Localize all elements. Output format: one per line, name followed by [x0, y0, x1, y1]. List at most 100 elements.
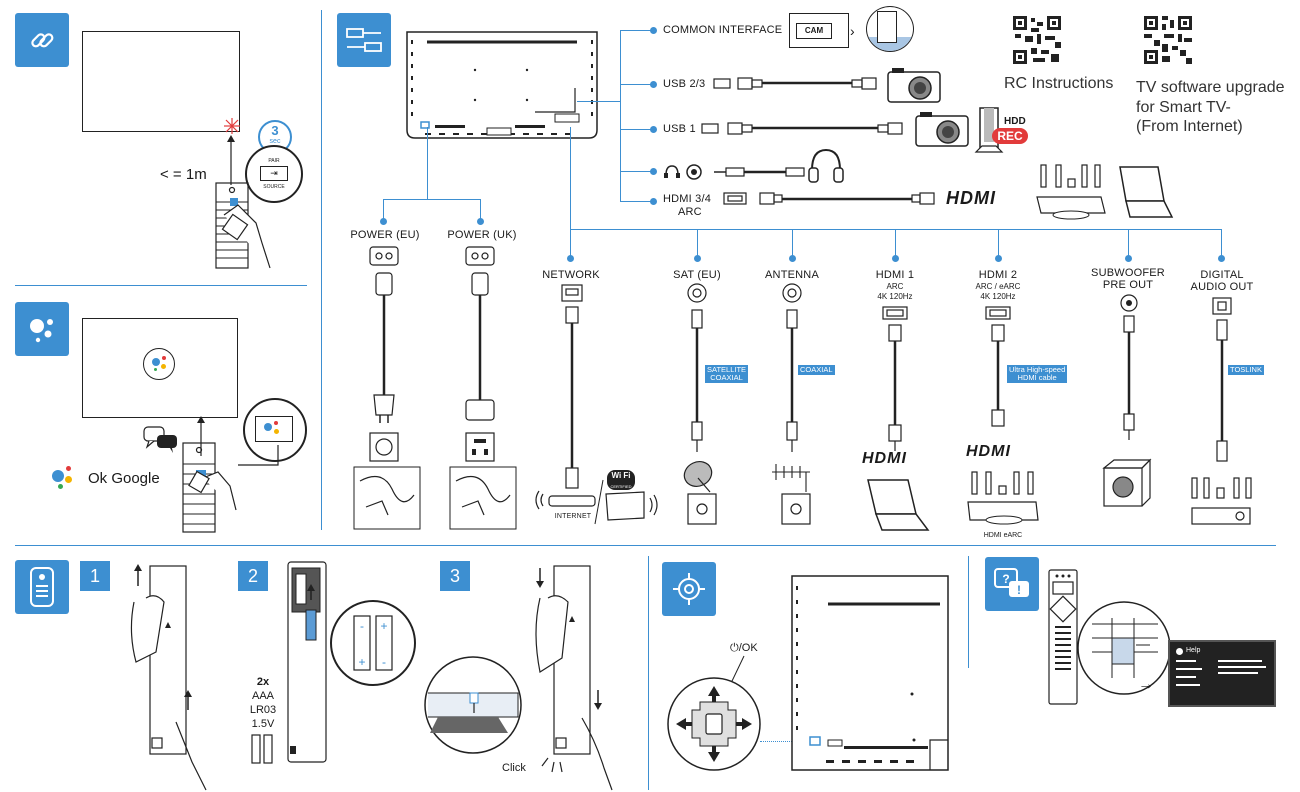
- remote-back-step1: [130, 564, 207, 791]
- remote-hand-assistant: [182, 442, 279, 533]
- home-theatre-icon: [1036, 164, 1106, 220]
- camera-icon: [887, 68, 941, 103]
- audio-cable: [714, 167, 805, 177]
- remote-hand-pairing: [215, 182, 271, 269]
- usb23-cable: [713, 77, 877, 90]
- wire-ci: [620, 30, 653, 31]
- hdmi2-tag-line2: HDMI cable: [1017, 373, 1057, 382]
- tablet-icon: [605, 491, 658, 521]
- link-icon: [31, 33, 54, 48]
- step-2: 2: [238, 561, 268, 591]
- speech-bubble-icon: [143, 426, 177, 453]
- rc-instructions-label: RC Instructions: [1004, 75, 1114, 92]
- label-hdmi1-sub2: 4K 120Hz: [877, 292, 913, 301]
- label-antenna: ANTENNA: [765, 269, 819, 281]
- help-icon: ? !: [994, 568, 1029, 597]
- help-screen-title: Help: [1186, 647, 1201, 654]
- pair-key: ⇥: [260, 166, 288, 181]
- click-label: Click: [502, 762, 526, 774]
- optical-cable: [1212, 297, 1232, 462]
- label-hdmi34: HDMI 3/4: [663, 193, 712, 205]
- rec-badge: REC: [992, 128, 1028, 144]
- node-usb23: [650, 81, 657, 88]
- batteries-icon: [251, 734, 273, 764]
- hdmi2-tag-line1: Ultra High-speed: [1009, 365, 1066, 374]
- home-theatre-icon-hdmi2: [967, 471, 1039, 525]
- remote-icon: [30, 567, 54, 607]
- label-hdmi2-sub1: ARC / eARC: [975, 282, 1021, 291]
- wire-side-out: [577, 101, 620, 102]
- node-digital: [1218, 255, 1225, 262]
- subwoofer-icon: [1102, 458, 1152, 507]
- tv-software-line2: for Smart TV-: [1136, 99, 1231, 116]
- battery-cover-zoom: [424, 656, 522, 754]
- qr-code-software: [1143, 15, 1193, 65]
- assistant-screen-icon: [143, 348, 175, 380]
- wire-power-uk: [480, 199, 481, 221]
- cam-card: CAM: [789, 13, 849, 48]
- divider-bottom: [15, 545, 1276, 546]
- hdmi2-tag: Ultra High-speed HDMI cable: [1007, 365, 1068, 383]
- usb1-cable: [701, 122, 903, 135]
- svg-text:!: !: [1017, 583, 1021, 597]
- wire-digital: [1221, 229, 1222, 259]
- wifi-logo: Wi Fi: [607, 470, 635, 490]
- wire-hdmi34: [620, 201, 653, 202]
- pair-key-zoom: PAIR ⇥ SOURCE: [245, 145, 303, 203]
- node-antenna: [789, 255, 796, 262]
- joystick-leader-line: [760, 741, 810, 742]
- label-sat: SAT (EU): [673, 269, 721, 281]
- label-hdmi2-sub2: 4K 120Hz: [980, 292, 1016, 301]
- wire-usb23: [620, 84, 653, 85]
- av-receiver-icon: [1191, 477, 1252, 525]
- router-icon: [535, 490, 596, 510]
- label-digital-line1: DIGITAL: [1200, 269, 1244, 281]
- wire-power-eu: [383, 199, 384, 221]
- label-hdmi2: HDMI 2: [978, 269, 1018, 281]
- pair-key-top: PAIR: [268, 158, 280, 164]
- tv-back-panel: [406, 31, 598, 139]
- power-cable-uk: [449, 246, 517, 530]
- wire-network: [570, 229, 571, 259]
- sat-tag-line2: COAXIAL: [710, 373, 743, 382]
- hdd-label: HDD: [1004, 116, 1026, 127]
- battery-voltage: 1.5V: [251, 718, 275, 730]
- remote-icon-tile: [15, 560, 69, 614]
- battery-type2: LR03: [249, 704, 277, 716]
- cam-label: CAM: [796, 23, 832, 39]
- node-hdmi1: [892, 255, 899, 262]
- toslink-tag: TOSLINK: [1228, 365, 1264, 375]
- laptop-icon: [1119, 166, 1174, 218]
- divider-1: [15, 285, 307, 286]
- cable-icon: [346, 28, 382, 52]
- wifi-text: Wi Fi: [611, 471, 631, 480]
- node-network: [567, 255, 574, 262]
- headphones-icon: [808, 148, 844, 183]
- tv-back-joystick: [791, 575, 949, 771]
- timer-value: 3: [271, 123, 279, 138]
- laptop-icon-hdmi1: [867, 479, 930, 531]
- label-sub-line2: PRE OUT: [1102, 279, 1154, 291]
- hdmi2-cable: [985, 306, 1011, 427]
- help-screen-icon: [1176, 648, 1183, 655]
- power-ok-label: ⏻/OK: [730, 642, 758, 654]
- step-1: 1: [80, 561, 110, 591]
- sat-tag: SATELLITE COAXIAL: [705, 365, 749, 383]
- svg-text:-: -: [360, 619, 364, 633]
- battery-zoom: - + + -: [330, 600, 416, 686]
- node-sat: [694, 255, 701, 262]
- wire-usb1: [620, 129, 653, 130]
- wire-hdmi1: [895, 229, 896, 259]
- antenna-icon: [772, 464, 811, 525]
- hdmi-logo: HDMI: [946, 188, 996, 208]
- wire-antenna: [792, 229, 793, 259]
- antenna-cable: [782, 283, 802, 452]
- divider-v-top: [321, 10, 322, 530]
- label-digital-line2: AUDIO OUT: [1190, 281, 1254, 293]
- ci-slot-zoom: [866, 6, 914, 52]
- node-hdmi34: [650, 198, 657, 205]
- node-sub: [1125, 255, 1132, 262]
- label-power-eu: POWER (EU): [350, 229, 420, 241]
- label-sub-line1: SUBWOOFER: [1091, 267, 1165, 279]
- sat-cable: [687, 283, 707, 452]
